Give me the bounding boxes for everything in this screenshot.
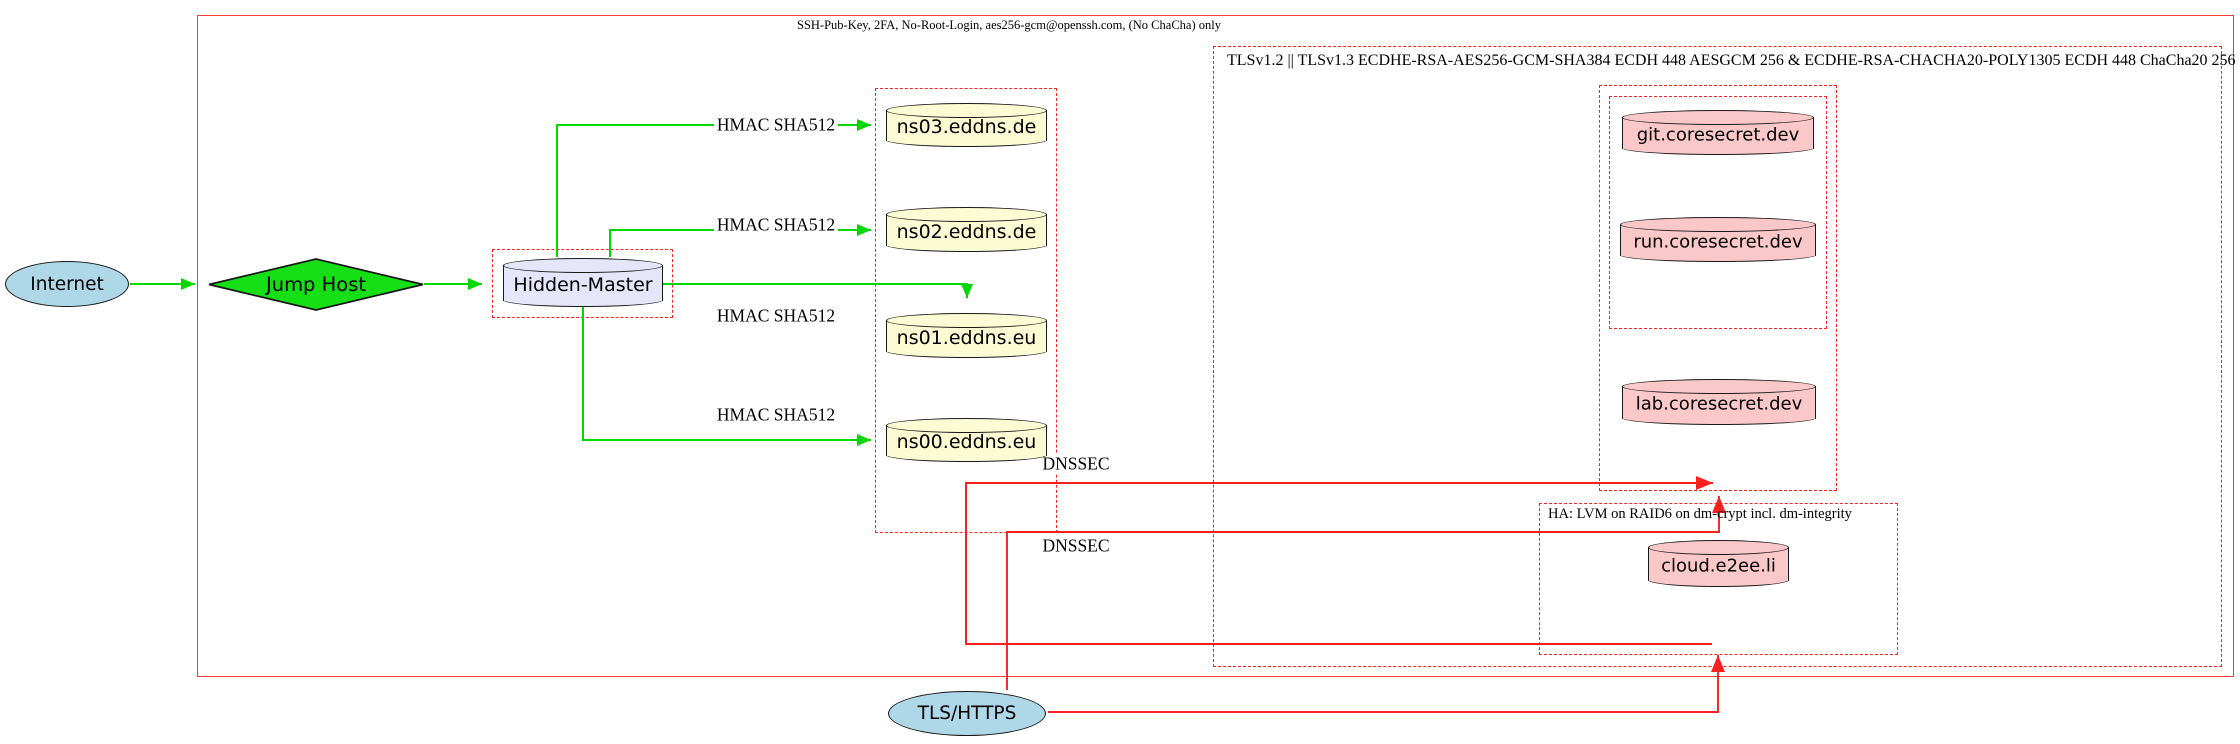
node-tls-https: TLS/HTTPS [888, 691, 1046, 736]
cluster-coresecret-outer-box [1599, 85, 1837, 491]
cluster-ssh-box [197, 15, 2234, 677]
node-lab-label: lab.coresecret.dev [1635, 393, 1803, 415]
node-git: git.coresecret.dev [1622, 110, 1814, 155]
node-ns02: ns02.eddns.de [886, 207, 1047, 252]
edge-label-hmac-1: HMAC SHA512 [713, 115, 839, 135]
cylinder-top-cap [886, 207, 1047, 222]
node-ns01: ns01.eddns.eu [886, 313, 1047, 358]
edge-tls-to-ha [1048, 655, 1725, 713]
edge-dnssec-to-ha [965, 483, 1712, 645]
node-lab: lab.coresecret.dev [1622, 379, 1816, 425]
edge-hm-ns03 [556, 119, 871, 257]
cluster-tls-label: TLSv1.2 || TLSv1.3 ECDHE-RSA-AES256-GCM-… [1227, 52, 2236, 69]
node-hidden-master-label: Hidden-Master [513, 273, 653, 296]
node-ns01-label: ns01.eddns.eu [896, 326, 1037, 349]
diamond-shape [208, 258, 424, 311]
node-cloud-label: cloud.e2ee.li [1661, 555, 1776, 577]
node-cloud: cloud.e2ee.li [1648, 540, 1789, 587]
cylinder-top-cap [503, 258, 663, 273]
node-ns02-label: ns02.eddns.de [896, 220, 1037, 243]
cylinder-top-cap [1622, 379, 1816, 394]
node-jump-host-label: Jump Host [265, 273, 367, 296]
node-git-label: git.coresecret.dev [1636, 124, 1800, 146]
cluster-ssh-label: SSH-Pub-Key, 2FA, No-Root-Login, aes256-… [797, 18, 1221, 32]
node-internet: Internet [5, 261, 129, 307]
cylinder-top-cap [886, 313, 1047, 328]
node-internet-label: Internet [30, 273, 104, 295]
node-ns03: ns03.eddns.de [886, 103, 1047, 147]
edge-hm-ns01 [663, 283, 973, 298]
cylinder-top-cap [886, 103, 1047, 118]
cluster-coresecret-inner-box [1609, 96, 1827, 329]
node-ns03-label: ns03.eddns.de [896, 116, 1037, 139]
edge-label-hmac-3: HMAC SHA512 [713, 306, 839, 326]
cylinder-top-cap [1648, 540, 1789, 555]
node-hidden-master: Hidden-Master [503, 258, 663, 307]
node-jump-host: Jump Host [208, 258, 424, 311]
cluster-ha-label: HA: LVM on RAID6 on dm-crypt incl. dm-in… [1548, 506, 1852, 522]
cylinder-top-cap [886, 418, 1047, 433]
edge-tls-to-coresecret [1006, 496, 1726, 690]
node-ns00-label: ns00.eddns.eu [896, 431, 1037, 454]
edge-label-dnssec-1: DNSSEC [1039, 454, 1113, 474]
node-ns00: ns00.eddns.eu [886, 418, 1047, 462]
cylinder-top-cap [1620, 217, 1816, 232]
node-run: run.coresecret.dev [1620, 217, 1816, 262]
red-edges [965, 476, 1726, 713]
edge-hm-ns00 [582, 307, 871, 446]
edge-label-hmac-2: HMAC SHA512 [713, 215, 839, 235]
edge-label-hmac-4: HMAC SHA512 [713, 405, 839, 425]
node-tls-https-label: TLS/HTTPS [917, 703, 1017, 724]
edge-label-dnssec-2: DNSSEC [1039, 536, 1113, 556]
node-run-label: run.coresecret.dev [1633, 231, 1803, 253]
cylinder-top-cap [1622, 110, 1814, 125]
